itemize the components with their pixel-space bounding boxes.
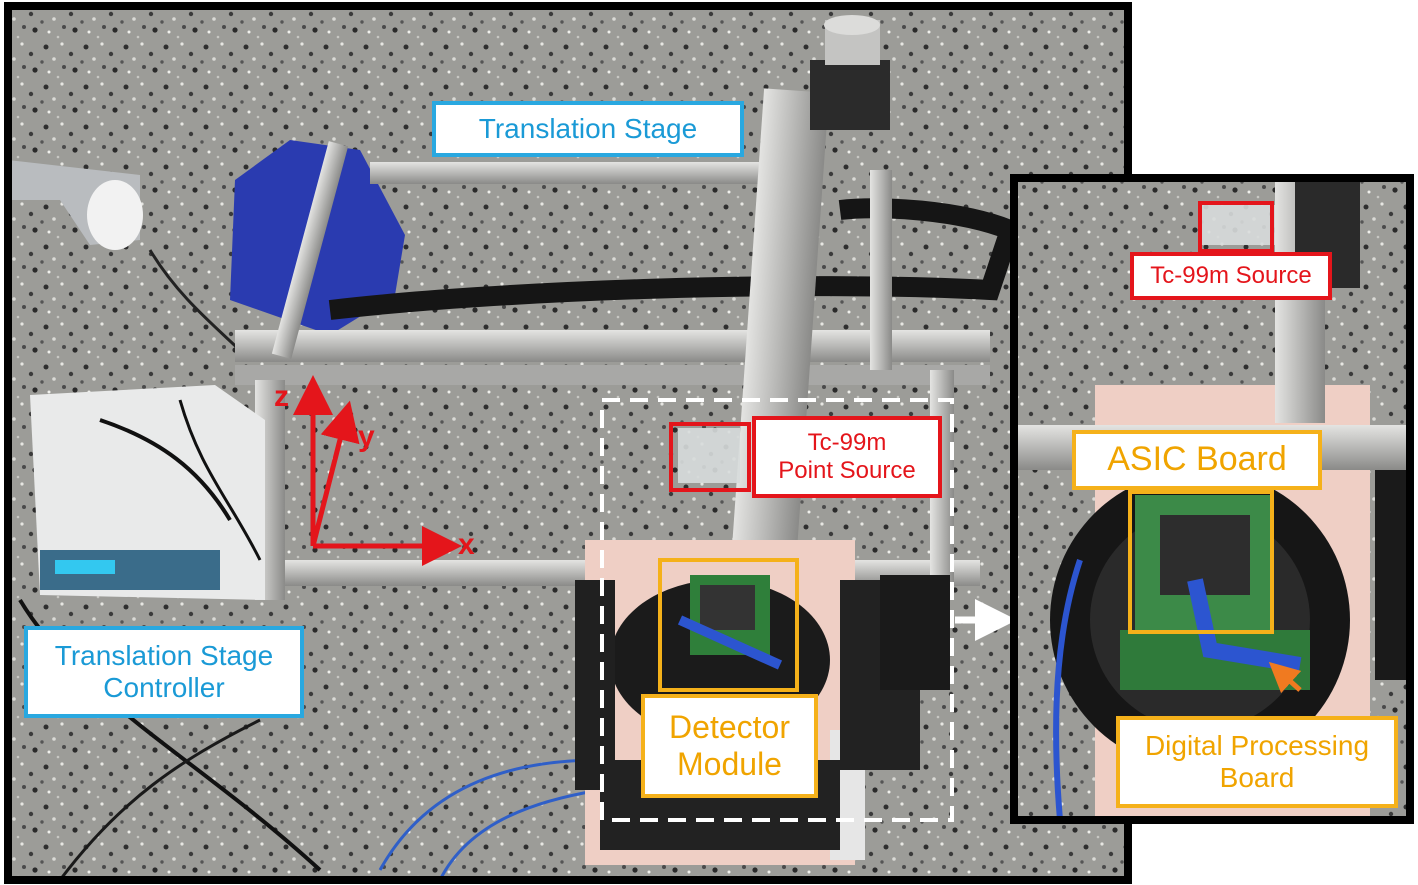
asic-board-text: ASIC Board (1107, 440, 1287, 479)
z-axis-label: z (274, 380, 289, 413)
dpb-arrow (1268, 661, 1302, 694)
inset-source-highlight (1198, 201, 1274, 253)
controller-text-line1: Translation Stage (54, 639, 274, 671)
inset-source-text: Tc-99m Source (1150, 262, 1312, 290)
rail-middle (235, 330, 990, 362)
inset-source-label: Tc-99m Source (1130, 252, 1332, 300)
point-source-label: Tc-99m Point Source (752, 416, 942, 498)
point-source-text-line1: Tc-99m (807, 429, 887, 457)
controller-text-line2: Controller (103, 672, 225, 703)
x-axis-label: x (458, 528, 475, 561)
rail-left (271, 141, 349, 359)
source-highlight (669, 422, 751, 492)
asic-board-label: ASIC Board (1072, 430, 1322, 490)
detector-text-line1: Detector (669, 709, 790, 746)
point-source-text-line2: Point Source (778, 457, 916, 484)
detector-module-label: Detector Module (641, 694, 818, 798)
translation-stage-text: Translation Stage (478, 112, 698, 144)
translation-stage-label: Translation Stage (432, 101, 744, 157)
y-axis-label: y (358, 420, 375, 453)
dpb-text-line1: Digital Processing (1144, 729, 1370, 761)
asic-highlight (1128, 490, 1274, 634)
detector-text-line2: Module (677, 746, 782, 782)
y-axis-arrow (310, 400, 360, 547)
detector-highlight (658, 558, 799, 692)
detector-region (600, 398, 954, 822)
digital-processing-label: Digital Processing Board (1116, 716, 1398, 808)
dpb-text-line2: Board (1219, 762, 1295, 793)
controller-label: Translation Stage Controller (24, 626, 304, 718)
rail-back (370, 162, 810, 184)
controller-box (30, 385, 265, 600)
